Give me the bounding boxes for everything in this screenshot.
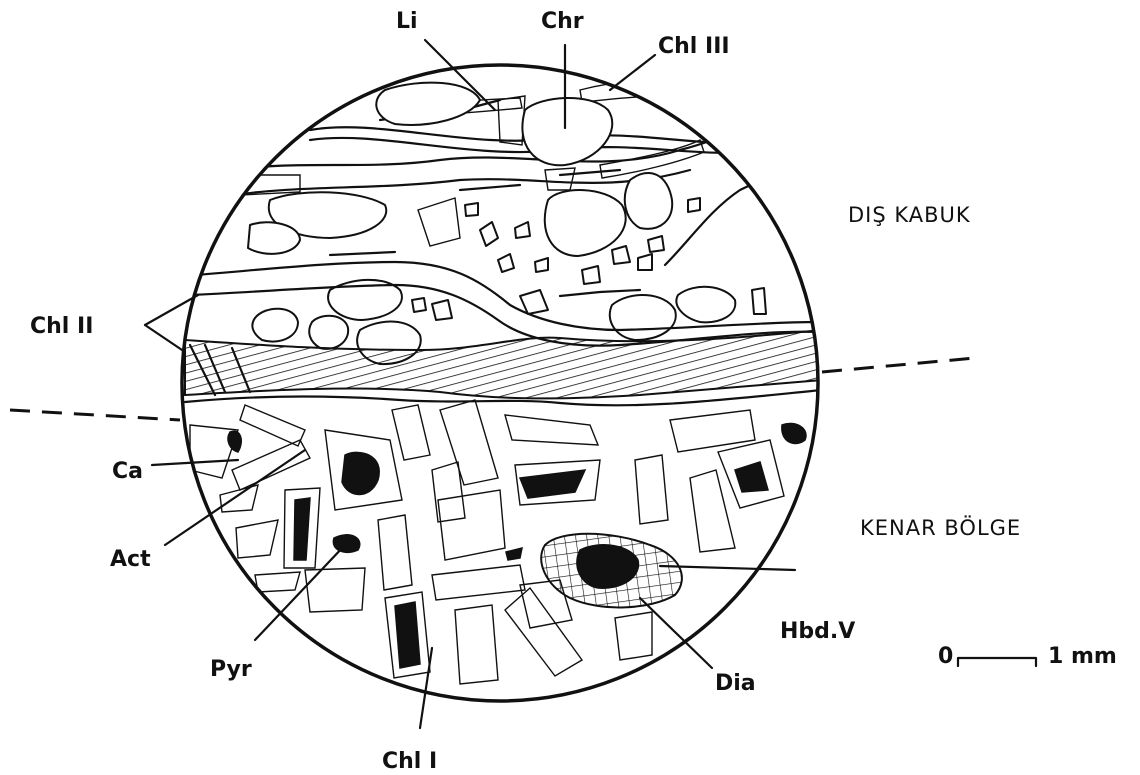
label-pyr: Pyr — [210, 657, 252, 682]
scale-bar-length: 1 mm — [1048, 644, 1117, 669]
label-dia: Dia — [715, 671, 756, 696]
label-chl-ii: Chl II — [30, 314, 93, 339]
label-chr: Chr — [541, 9, 584, 34]
label-li: Li — [396, 9, 418, 34]
rim-zone-region — [190, 400, 806, 684]
label-ca: Ca — [112, 459, 143, 484]
zone-boundary-left — [10, 410, 180, 420]
outer-shell-region — [190, 81, 820, 364]
label-chl-iii: Chl III — [658, 34, 730, 59]
label-act: Act — [110, 547, 151, 572]
label-hbd-v: Hbd.V — [780, 619, 855, 644]
zone-label-rim: KENAR BÖLGE — [860, 515, 1021, 540]
zone-boundary-right — [822, 358, 975, 372]
label-chl-i: Chl I — [382, 749, 437, 774]
section-interior — [185, 81, 822, 684]
scale-bar-zero: 0 — [938, 644, 953, 669]
zone-label-outer-shell: DIŞ KABUK — [848, 203, 971, 227]
scale-bar: 0 1 mm — [938, 644, 1117, 669]
